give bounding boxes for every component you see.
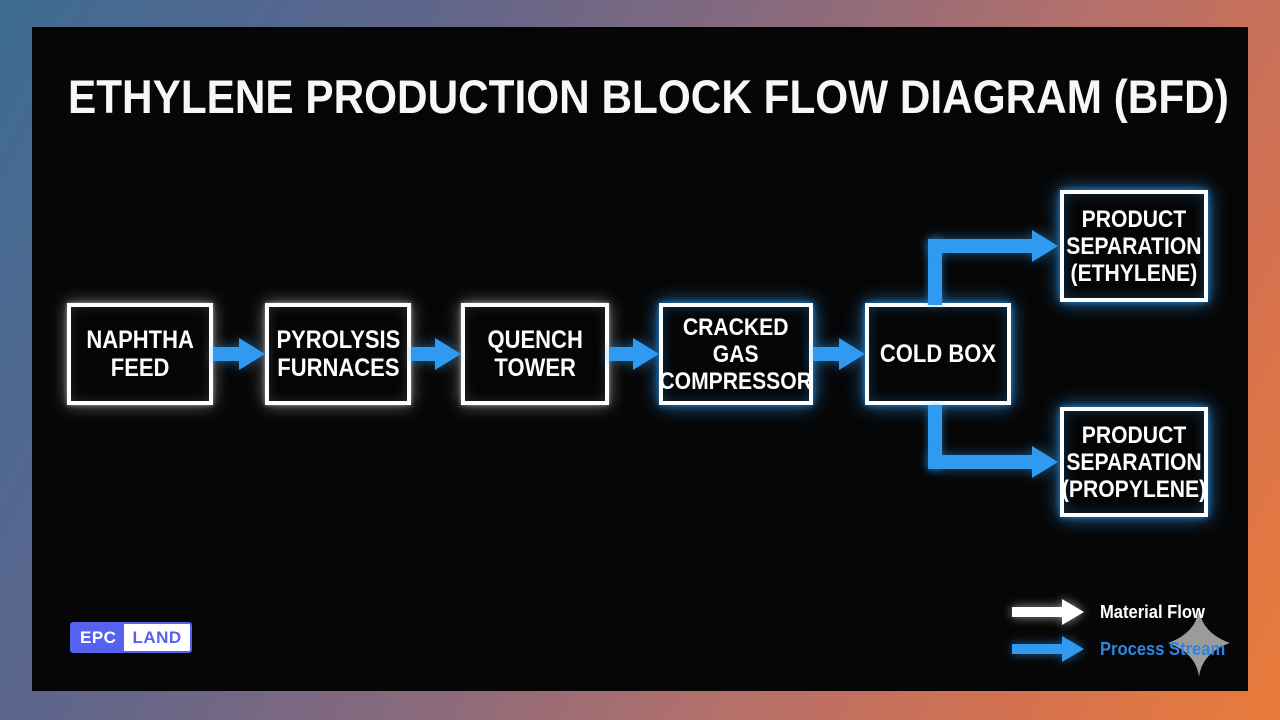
block-label-line: SEPARATION bbox=[1066, 232, 1202, 260]
block-label-line: QUENCH bbox=[487, 326, 583, 354]
sparkle-icon bbox=[1168, 609, 1230, 682]
block-label: PYROLYSIS FURNACES bbox=[276, 326, 400, 382]
block-label-line: PRODUCT bbox=[1081, 421, 1187, 449]
arrow-shaft bbox=[609, 347, 633, 361]
block-quench-tower: QUENCH TOWER bbox=[461, 303, 609, 405]
block-cold-box: COLD BOX bbox=[865, 303, 1011, 405]
arrow-shaft bbox=[813, 347, 839, 361]
block-label-line: FURNACES bbox=[276, 354, 400, 382]
block-label: COLD BOX bbox=[880, 340, 996, 368]
block-product-separation-propylene: PRODUCT SEPARATION (PROPYLENE) bbox=[1060, 407, 1208, 517]
block-naphtha-feed: NAPHTHA FEED bbox=[67, 303, 213, 405]
block-label-line: COLD BOX bbox=[879, 340, 997, 368]
arrow-coldbox-to-propylene bbox=[928, 446, 1058, 478]
legend-material-flow-label: Material Flow bbox=[1100, 601, 1205, 622]
arrow-quench-to-compressor bbox=[609, 338, 659, 370]
block-label: PRODUCT SEPARATION (ETHYLENE) bbox=[1066, 206, 1201, 287]
block-label-line: CRACKED bbox=[683, 313, 789, 341]
block-label: CRACKED GAS COMPRESSOR bbox=[660, 314, 813, 395]
epc-land-logo: EPC LAND bbox=[70, 622, 192, 653]
legend-process-stream-label: Process Stream bbox=[1100, 638, 1226, 659]
block-label-line: PRODUCT bbox=[1081, 205, 1187, 233]
arrow-shaft bbox=[928, 239, 1032, 253]
slide-title: ETHYLENE PRODUCTION BLOCK FLOW DIAGRAM (… bbox=[68, 70, 1229, 123]
logo-epc-segment: EPC bbox=[72, 624, 125, 651]
block-label-line: PYROLYSIS bbox=[276, 326, 400, 354]
arrow-pyrolysis-to-quench bbox=[411, 338, 461, 370]
arrow-head-icon bbox=[1062, 636, 1084, 662]
block-label-line: COMPRESSOR bbox=[659, 367, 813, 395]
block-label-line: FEED bbox=[110, 354, 170, 382]
block-label-line: GAS bbox=[713, 340, 759, 368]
arrow-head-icon bbox=[633, 338, 659, 370]
process-stream-arrow-icon bbox=[1012, 636, 1084, 662]
block-label-line: (PROPYLENE) bbox=[1061, 475, 1207, 503]
block-label-line: TOWER bbox=[494, 354, 576, 382]
arrow-coldbox-to-ethylene bbox=[928, 230, 1058, 262]
block-label: NAPHTHA FEED bbox=[86, 326, 194, 382]
block-label-line: NAPHTHA bbox=[86, 326, 194, 354]
arrow-head-icon bbox=[839, 338, 865, 370]
block-label: PRODUCT SEPARATION (PROPYLENE) bbox=[1062, 422, 1206, 503]
block-label: QUENCH TOWER bbox=[487, 326, 582, 382]
block-label-line: (ETHYLENE) bbox=[1070, 259, 1198, 287]
logo-land-segment: LAND bbox=[124, 624, 190, 651]
block-product-separation-ethylene: PRODUCT SEPARATION (ETHYLENE) bbox=[1060, 190, 1208, 302]
material-flow-arrow-icon bbox=[1012, 599, 1084, 625]
block-cracked-gas-compressor: CRACKED GAS COMPRESSOR bbox=[659, 303, 813, 405]
arrow-head-icon bbox=[1062, 599, 1084, 625]
arrow-compressor-to-coldbox bbox=[813, 338, 865, 370]
arrow-head-icon bbox=[435, 338, 461, 370]
arrow-head-icon bbox=[1032, 230, 1058, 262]
block-label-line: SEPARATION bbox=[1066, 448, 1202, 476]
arrow-shaft bbox=[411, 347, 435, 361]
branch-line-up bbox=[928, 239, 942, 305]
arrow-head-icon bbox=[239, 338, 265, 370]
slide-canvas: ETHYLENE PRODUCTION BLOCK FLOW DIAGRAM (… bbox=[32, 27, 1248, 691]
arrow-shaft bbox=[1012, 607, 1062, 617]
legend-material-flow: Material Flow bbox=[1012, 599, 1214, 625]
legend-process-stream: Process Stream bbox=[1012, 636, 1236, 662]
block-pyrolysis-furnaces: PYROLYSIS FURNACES bbox=[265, 303, 411, 405]
branch-line-down bbox=[928, 405, 942, 469]
arrow-shaft bbox=[1012, 644, 1062, 654]
arrow-shaft bbox=[928, 455, 1032, 469]
arrow-head-icon bbox=[1032, 446, 1058, 478]
arrow-shaft bbox=[213, 347, 239, 361]
arrow-naphtha-to-pyrolysis bbox=[213, 338, 265, 370]
